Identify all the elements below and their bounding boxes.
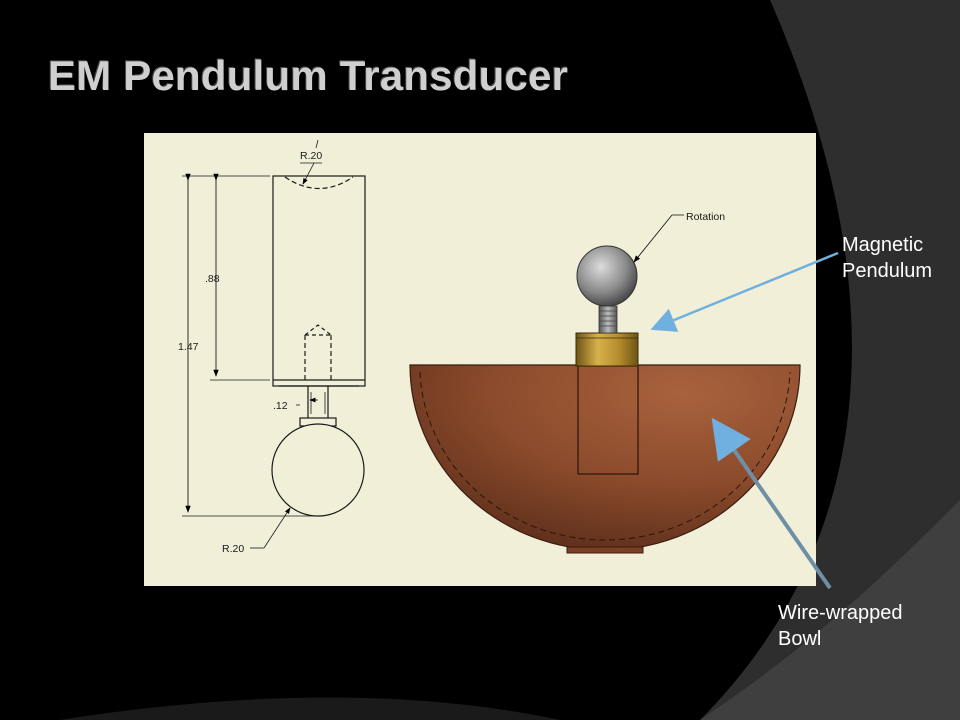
wire-wrapped-bowl-label: Wire-wrapped Bowl: [778, 600, 902, 652]
threaded-rod: [598, 305, 618, 334]
dim-top-radius: R.20: [300, 150, 322, 162]
dim-ball-radius: R.20: [222, 543, 244, 555]
rotation-label: Rotation: [686, 211, 725, 223]
brass-collar: [575, 332, 639, 367]
wire-label-line1: Wire-wrapped: [778, 602, 903, 624]
wire-bowl-arrow: [711, 417, 832, 590]
dim-cylinder-height: .88: [205, 273, 220, 285]
dim-total-height: 1.47: [178, 341, 199, 353]
technical-drawing: [182, 139, 366, 549]
background-decoration: [60, 0, 960, 720]
dim-neck: .12: [273, 400, 288, 412]
magnetic-pendulum-arrow: [650, 251, 839, 332]
wire-label-line2: Bowl: [778, 628, 822, 650]
magnetic-label-line1: Magnetic: [842, 234, 924, 256]
magnetic-pendulum-ball: [576, 245, 638, 307]
bowl-assembly: [409, 214, 801, 554]
magnetic-pendulum-label: Magnetic Pendulum: [842, 232, 932, 284]
magnetic-label-line2: Pendulum: [842, 260, 933, 282]
slide-title: EM Pendulum Transducer: [48, 52, 569, 99]
